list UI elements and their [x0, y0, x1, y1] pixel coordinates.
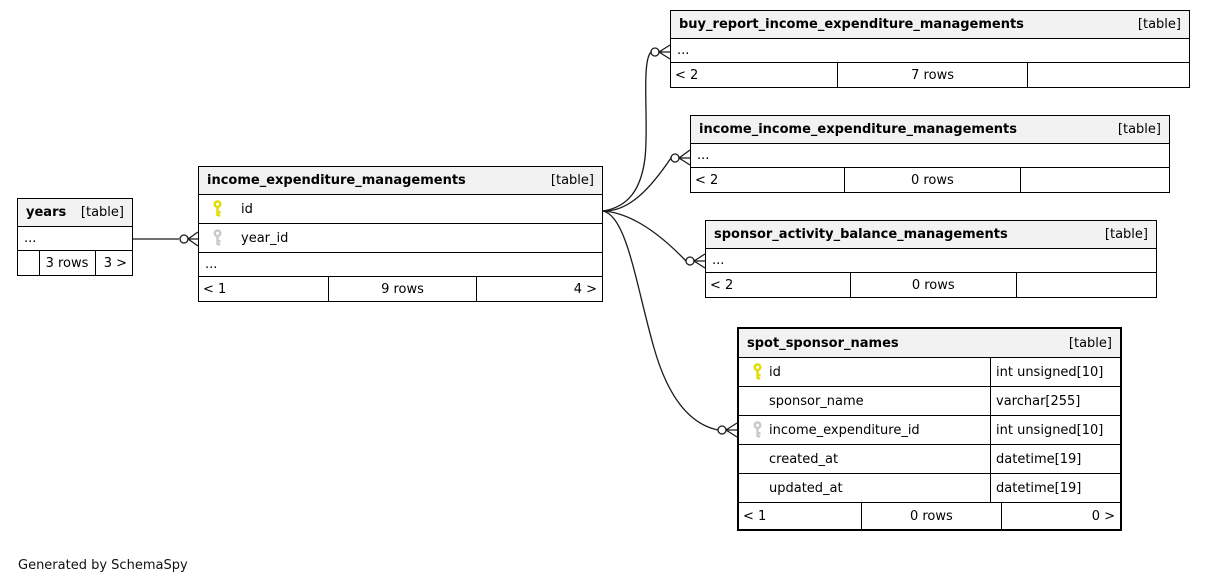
cardinality-circle [685, 256, 695, 266]
footer-parents: < 2 [695, 172, 719, 188]
crow-foot-marker [693, 253, 706, 269]
table-income-expenditure-managements: income_expenditure_managements [table] i… [198, 166, 603, 302]
cardinality-circle [670, 153, 680, 163]
column-type: datetime[19] [990, 445, 1120, 473]
footer-parents [18, 251, 39, 275]
footer-rowcount: 3 rows [38, 251, 96, 275]
table-footer: < 1 9 rows 4 > [199, 277, 602, 301]
footer-children [1017, 273, 1157, 297]
column-type: datetime[19] [990, 474, 1120, 502]
footer-rowcount: 9 rows [327, 277, 478, 301]
column-type: int unsigned[10] [990, 358, 1120, 386]
columns-ellipsis-row: ... [706, 249, 1156, 273]
cardinality-circle [179, 234, 189, 244]
column-row-sponsor-name: sponsor_name varchar[255] [739, 387, 1120, 416]
column-name: id [769, 364, 781, 380]
crow-foot-marker [187, 231, 199, 247]
table-badge: [table] [80, 205, 124, 220]
column-name: year_id [241, 230, 289, 246]
table-header-sponsor-activity[interactable]: sponsor_activity_balance_managements [ta… [706, 221, 1156, 249]
table-footer: < 2 0 rows [691, 168, 1169, 192]
table-footer: < 2 7 rows [671, 63, 1189, 87]
table-name[interactable]: years [26, 205, 67, 220]
table-header-income-income[interactable]: income_income_expenditure_managements [t… [691, 116, 1169, 144]
column-row-year-id: year_id [199, 224, 602, 253]
column-type: varchar[255] [990, 387, 1120, 415]
table-header-years[interactable]: years [table] [18, 199, 132, 227]
table-footer: < 2 0 rows [706, 273, 1156, 297]
footer-rowcount: 0 rows [850, 273, 1017, 297]
primary-key-icon [209, 200, 225, 218]
ellipsis-label: ... [24, 231, 37, 246]
column-name: created_at [769, 451, 839, 467]
footer-children [1028, 63, 1189, 87]
table-header-spot-sponsor-names[interactable]: spot_sponsor_names [table] [739, 329, 1120, 358]
relationship-line [602, 210, 687, 262]
footer-children: 3 > [103, 255, 127, 271]
footer-parents: < 1 [743, 508, 767, 524]
ellipsis-label: ... [205, 257, 218, 272]
column-type: int unsigned[10] [990, 416, 1120, 444]
footer-parents: < 2 [675, 67, 699, 83]
footer-rowcount: 0 rows [843, 168, 1021, 192]
cardinality-circle [650, 47, 660, 57]
table-spot-sponsor-names: spot_sponsor_names [table] id int unsign… [737, 327, 1122, 531]
relationship-line [602, 210, 719, 431]
table-income-income-expenditure-managements: income_income_expenditure_managements [t… [690, 115, 1170, 193]
column-row-created-at: created_at datetime[19] [739, 445, 1120, 474]
column-name: id [241, 201, 253, 217]
column-name: updated_at [769, 480, 843, 496]
footer-children [1021, 168, 1169, 192]
table-badge: [table] [1068, 335, 1112, 351]
table-badge: [table] [1104, 227, 1148, 242]
column-row-id: id int unsigned[10] [739, 358, 1120, 387]
table-badge: [table] [1137, 17, 1181, 32]
foreign-key-icon [749, 421, 765, 439]
footer-parents: < 1 [203, 281, 227, 297]
table-name[interactable]: income_expenditure_managements [207, 173, 466, 188]
table-name[interactable]: income_income_expenditure_managements [699, 122, 1017, 137]
column-name: income_expenditure_id [769, 422, 920, 438]
columns-ellipsis-row: ... [671, 39, 1189, 63]
table-name[interactable]: buy_report_income_expenditure_management… [679, 17, 1024, 32]
footer-children: 4 > [573, 281, 597, 297]
table-name[interactable]: spot_sponsor_names [747, 335, 899, 351]
column-name: sponsor_name [769, 393, 864, 409]
relationship-line [602, 51, 652, 212]
table-sponsor-activity-balance-managements: sponsor_activity_balance_managements [ta… [705, 220, 1157, 298]
ellipsis-label: ... [712, 253, 725, 268]
table-years: years [table] ... 3 rows 3 > [17, 198, 133, 276]
columns-ellipsis-row: ... [18, 227, 132, 251]
crow-foot-marker [725, 422, 738, 438]
columns-ellipsis-row: ... [199, 253, 602, 277]
table-buy-report-income-expenditure-managements: buy_report_income_expenditure_management… [670, 10, 1190, 88]
table-header-buy-report[interactable]: buy_report_income_expenditure_management… [671, 11, 1189, 39]
footer-parents: < 2 [710, 277, 734, 293]
ellipsis-label: ... [677, 43, 690, 58]
footer-rowcount: 7 rows [836, 63, 1029, 87]
table-badge: [table] [1117, 122, 1161, 137]
crow-foot-marker [658, 44, 671, 60]
primary-key-icon [749, 363, 765, 381]
table-badge: [table] [550, 173, 594, 188]
footer-rowcount: 0 rows [860, 503, 1002, 529]
foreign-key-icon [209, 229, 225, 247]
table-footer: < 1 0 rows 0 > [739, 503, 1120, 529]
column-row-updated-at: updated_at datetime[19] [739, 474, 1120, 503]
crow-foot-marker [678, 149, 691, 166]
footer-children: 0 > [1091, 508, 1115, 524]
table-footer: 3 rows 3 > [18, 251, 132, 275]
columns-ellipsis-row: ... [691, 144, 1169, 168]
column-row-income-expenditure-id: income_expenditure_id int unsigned[10] [739, 416, 1120, 445]
table-name[interactable]: sponsor_activity_balance_managements [714, 227, 1008, 242]
generator-note: Generated by SchemaSpy [18, 558, 188, 573]
table-header-income-expenditure-managements[interactable]: income_expenditure_managements [table] [199, 167, 602, 195]
relationship-line [602, 157, 672, 212]
cardinality-circle [717, 425, 727, 435]
column-row-id: id [199, 195, 602, 224]
ellipsis-label: ... [697, 148, 710, 163]
